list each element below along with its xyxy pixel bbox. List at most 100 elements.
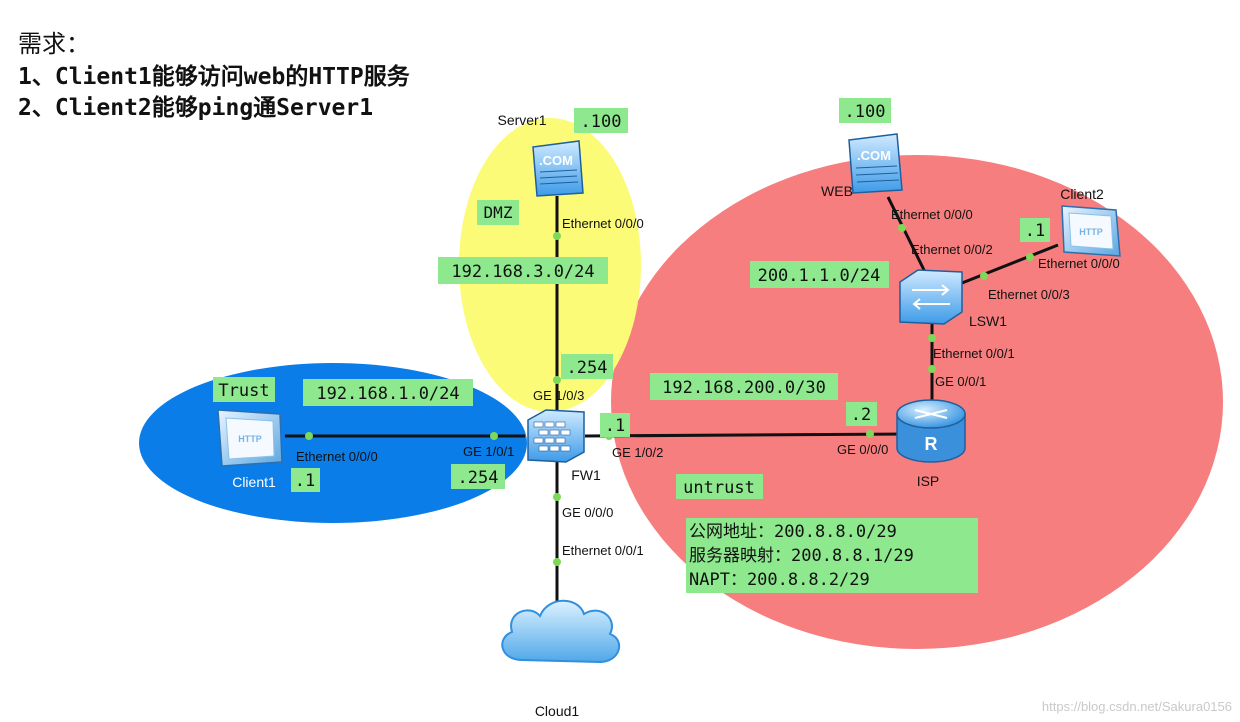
port-dot — [553, 376, 561, 384]
cloud1-device[interactable]: Cloud1 — [501, 599, 621, 719]
link-web-lsw1 — [886, 196, 927, 273]
client2-device[interactable]: HTTP Client2 — [1060, 186, 1121, 257]
fw-ge102-label: GE 1/0/2 — [612, 445, 663, 460]
link-net-label: 192.168.200.0/30 — [662, 378, 826, 398]
lsw1-label: LSW1 — [969, 313, 1007, 329]
port-dot — [553, 232, 561, 240]
port-dot — [866, 430, 874, 438]
cloud-icon — [501, 599, 621, 664]
server1-host-label: .100 — [581, 112, 622, 132]
fw-link-label: .1 — [605, 416, 625, 436]
requirement-line-1: 1、Client1能够访问web的HTTP服务 — [18, 64, 410, 90]
port-dot — [553, 493, 561, 501]
client1-device[interactable]: HTTP Client1 — [217, 409, 283, 490]
web-host-label: .100 — [845, 102, 886, 122]
firewall-icon — [527, 409, 585, 463]
port-dot — [928, 365, 936, 373]
switch-icon — [899, 269, 963, 325]
client1-badge: HTTP — [238, 434, 262, 444]
lsw1-device[interactable]: LSW1 — [899, 269, 1007, 329]
port-dot — [1026, 253, 1034, 261]
public-net-label: 200.1.1.0/24 — [758, 266, 881, 286]
label-box — [451, 464, 505, 489]
client2-badge: HTTP — [1079, 227, 1103, 237]
dmz-net-label: 192.168.3.0/24 — [451, 262, 594, 282]
nat-line-3: NAPT：200.8.8.2/29 — [689, 570, 870, 590]
server1-badge: .COM — [539, 153, 573, 168]
lsw-eth003-label: Ethernet 0/0/3 — [988, 287, 1070, 302]
fw1-label: FW1 — [571, 467, 601, 483]
trust-zone-label: Trust — [218, 381, 269, 401]
cloud-eth-label: Ethernet 0/0/1 — [562, 543, 644, 558]
web-badge: .COM — [857, 148, 891, 163]
dmz-zone-label: DMZ — [484, 203, 513, 222]
trust-gw-label: .254 — [458, 468, 499, 488]
client1-label: Client1 — [232, 474, 276, 490]
label-box — [846, 402, 877, 426]
trust-net-label: 192.168.1.0/24 — [316, 384, 459, 404]
label-box — [676, 474, 763, 499]
lsw-eth002-label: Ethernet 0/0/2 — [911, 242, 993, 257]
isp-badge: R — [925, 434, 938, 454]
isp-ge001-label: GE 0/0/1 — [935, 374, 986, 389]
client2-eth-label: Ethernet 0/0/0 — [1038, 256, 1120, 271]
label-box — [1020, 218, 1050, 242]
client-pc-icon: HTTP — [1061, 205, 1121, 257]
fw-ge101-label: GE 1/0/1 — [463, 444, 514, 459]
server-icon: .COM — [532, 140, 584, 197]
server1-device[interactable]: .COM Server1 — [497, 112, 584, 197]
requirement-line-2: 2、Client2能够ping通Server1 — [18, 95, 374, 121]
label-box — [477, 200, 519, 225]
port-dot — [928, 334, 936, 342]
port-dot — [898, 224, 906, 232]
lsw-eth001-label: Ethernet 0/0/1 — [933, 346, 1015, 361]
isp-link-label: .2 — [851, 405, 871, 425]
nat-line-1: 公网地址：200.8.8.0/29 — [689, 522, 897, 542]
server-icon: .COM — [848, 133, 903, 194]
label-box — [650, 373, 838, 400]
link-client2-lsw1 — [961, 243, 1059, 285]
green-labels: .100 .100 .1 DMZ 192.168.3.0/24 .254 Tru… — [213, 98, 1050, 593]
watermark: https://blog.csdn.net/Sakura0156 — [1042, 699, 1232, 714]
port-dot — [553, 558, 561, 566]
label-box — [303, 379, 473, 406]
client1-eth-label: Ethernet 0/0/0 — [296, 449, 378, 464]
web-server-device[interactable]: .COM WEB — [821, 133, 903, 199]
isp-ge000-label: GE 0/0/0 — [837, 442, 888, 457]
router-icon: R — [896, 399, 966, 463]
label-box — [561, 354, 613, 379]
client2-label: Client2 — [1060, 186, 1104, 202]
client1-host-label: .1 — [295, 471, 315, 491]
link-fw1-isp — [584, 432, 906, 438]
web-label: WEB — [821, 183, 853, 199]
label-box — [750, 261, 889, 288]
untrust-zone-label: untrust — [683, 478, 755, 498]
port-dot — [980, 272, 988, 280]
client2-host-label: .1 — [1025, 221, 1045, 241]
fw-ge000-label: GE 0/0/0 — [562, 505, 613, 520]
client-pc-icon: HTTP — [217, 409, 283, 467]
port-dot — [305, 432, 313, 440]
web-eth-label: Ethernet 0/0/0 — [891, 207, 973, 222]
interface-labels: Ethernet 0/0/0 GE 1/0/3 Ethernet 0/0/0 G… — [296, 207, 1120, 558]
server1-label: Server1 — [497, 112, 546, 128]
cloud1-label: Cloud1 — [535, 703, 580, 719]
label-box — [438, 257, 608, 284]
label-box — [839, 98, 891, 123]
server1-eth-label: Ethernet 0/0/0 — [562, 216, 644, 231]
label-box — [600, 413, 630, 437]
isp-label: ISP — [917, 473, 940, 489]
isp-router-device[interactable]: R ISP — [896, 399, 966, 489]
dmz-gw-label: .254 — [567, 358, 608, 378]
label-box — [213, 377, 275, 402]
label-box — [574, 108, 628, 133]
label-box — [291, 468, 320, 492]
port-dots — [305, 224, 1034, 566]
requirements-heading: 需求： — [18, 30, 90, 58]
port-dot — [490, 432, 498, 440]
fw-ge103-label: GE 1/0/3 — [533, 388, 584, 403]
nat-line-2: 服务器映射：200.8.8.1/29 — [689, 546, 914, 566]
nat-info-box — [686, 518, 978, 593]
fw1-device[interactable]: FW1 — [527, 409, 601, 483]
